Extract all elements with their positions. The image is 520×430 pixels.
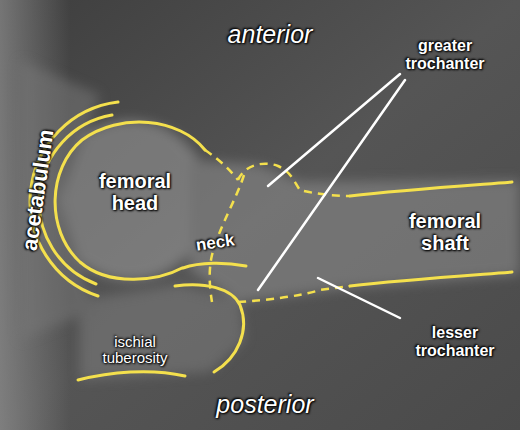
part-label: femoral head bbox=[88, 170, 183, 214]
trochanter-outlines bbox=[205, 150, 350, 302]
neck-upper-dashed bbox=[205, 150, 238, 180]
bone-density bbox=[20, 60, 520, 380]
leader-line bbox=[258, 80, 405, 290]
leader-lines bbox=[258, 74, 405, 318]
leader-line bbox=[318, 278, 400, 318]
part-label: femoral shaft bbox=[398, 210, 493, 254]
orientation-label: posterior bbox=[216, 391, 313, 419]
greater-trochanter-dashed bbox=[238, 164, 350, 196]
leader-line bbox=[268, 74, 400, 186]
neck-outline bbox=[183, 263, 246, 268]
part-label: ischial tuberosity bbox=[88, 334, 183, 367]
part-label: lesser trochanter bbox=[405, 324, 505, 359]
ischium-outline bbox=[175, 285, 244, 372]
orientation-label: anterior bbox=[228, 21, 313, 49]
bone-outlines bbox=[30, 102, 512, 380]
shaft-upper-cortex bbox=[350, 182, 512, 196]
part-label: greater trochanter bbox=[393, 37, 498, 72]
shaft-lower-cortex bbox=[350, 272, 512, 286]
ischium-lower-outline bbox=[78, 372, 185, 380]
lesser-trochanter-dashed bbox=[238, 286, 350, 302]
femoral-head-outline bbox=[55, 122, 205, 279]
